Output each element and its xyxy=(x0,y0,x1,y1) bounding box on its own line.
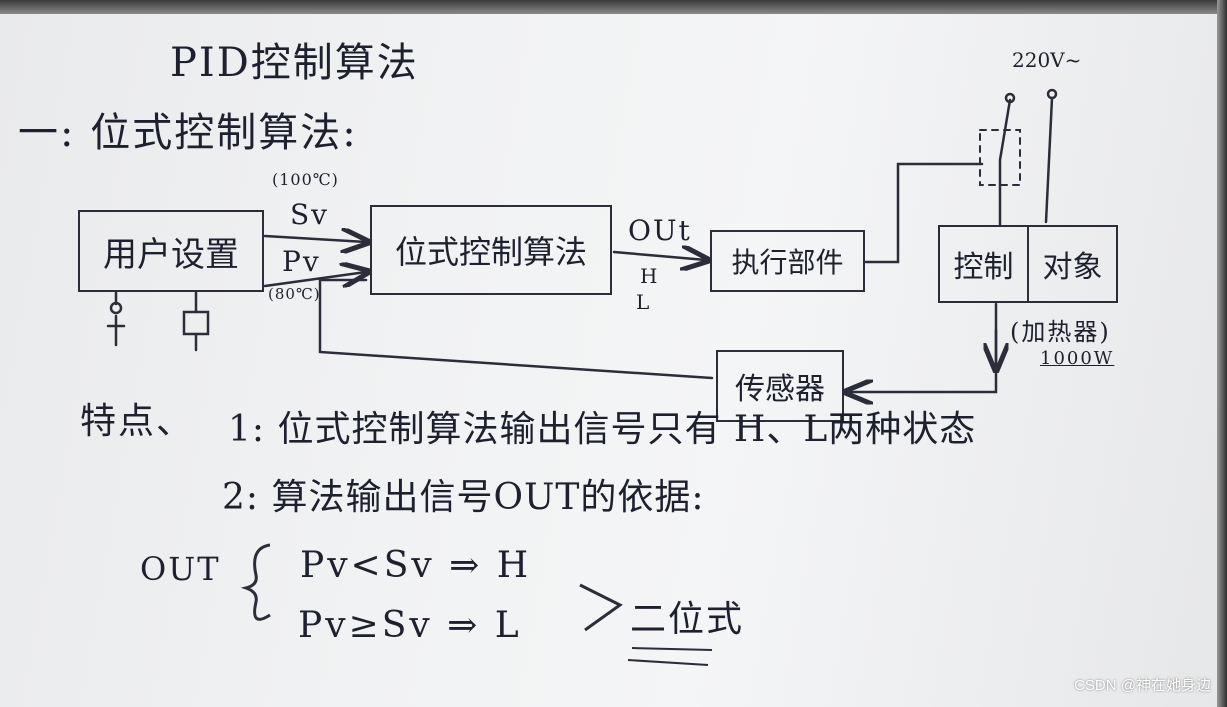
user-setting-label: 用户设置 xyxy=(103,234,239,275)
actuator-to-switch-line xyxy=(864,162,984,264)
out-arrow xyxy=(612,252,706,260)
power-label: 1000W xyxy=(1040,348,1115,369)
section-heading: 一: 位式控制算法: xyxy=(18,110,358,156)
plant-label-left: 控制 xyxy=(940,227,1029,301)
pv-label: Pv xyxy=(282,245,321,278)
rule-2: Pv≥Sv ⇒ L xyxy=(298,605,522,646)
features-label: 特点、 xyxy=(80,401,195,442)
point-1: 1: 位式控制算法输出信号只有 H、L两种状态 xyxy=(228,409,977,450)
controller-box: 位式控制算法 xyxy=(370,205,612,295)
sv-arrow xyxy=(263,236,366,242)
out-label: OUt xyxy=(628,214,692,247)
l-label: L xyxy=(636,290,652,314)
watermark: CSDN @神在她身边 xyxy=(1074,677,1211,694)
power-wire-left xyxy=(998,98,1012,227)
rule-1: Pv<Sv ⇒ H xyxy=(300,545,532,586)
whiteboard-frame-right xyxy=(1217,0,1227,707)
power-wire-right xyxy=(1044,96,1054,224)
plant-label-right: 对象 xyxy=(1042,250,1103,285)
controller-label: 位式控制算法 xyxy=(394,233,587,271)
user-setting-box: 用户设置 xyxy=(78,210,264,292)
pv-arrow xyxy=(263,272,366,286)
point-2: 2: 算法输出信号OUT的依据: xyxy=(222,477,705,518)
voltage-label: 220V~ xyxy=(1012,48,1082,72)
sv-value: (100℃) xyxy=(272,170,339,189)
actuator-label: 执行部件 xyxy=(731,246,844,279)
knob-icon xyxy=(109,301,123,315)
closing-angle xyxy=(579,583,623,632)
out-bracket-label: OUT xyxy=(140,550,221,588)
h-label: H xyxy=(640,264,660,288)
heater-label: (加热器) xyxy=(1010,318,1111,346)
actuator-box: 执行部件 xyxy=(710,230,865,292)
page-title: PID控制算法 xyxy=(170,40,419,86)
terminal-right xyxy=(1046,88,1058,100)
plant-box: 控制 对象 xyxy=(938,225,1118,303)
sensor-label: 传感器 xyxy=(735,372,825,407)
underline-1 xyxy=(631,647,713,651)
underline-2 xyxy=(627,659,709,666)
feedback-line xyxy=(318,278,714,380)
pv-value: (80℃) xyxy=(268,285,321,303)
sv-label: Sv xyxy=(290,198,329,231)
whiteboard-frame-top xyxy=(0,0,1227,14)
terminal-left xyxy=(1004,92,1016,104)
bracket-note: 二位式 xyxy=(630,599,745,640)
